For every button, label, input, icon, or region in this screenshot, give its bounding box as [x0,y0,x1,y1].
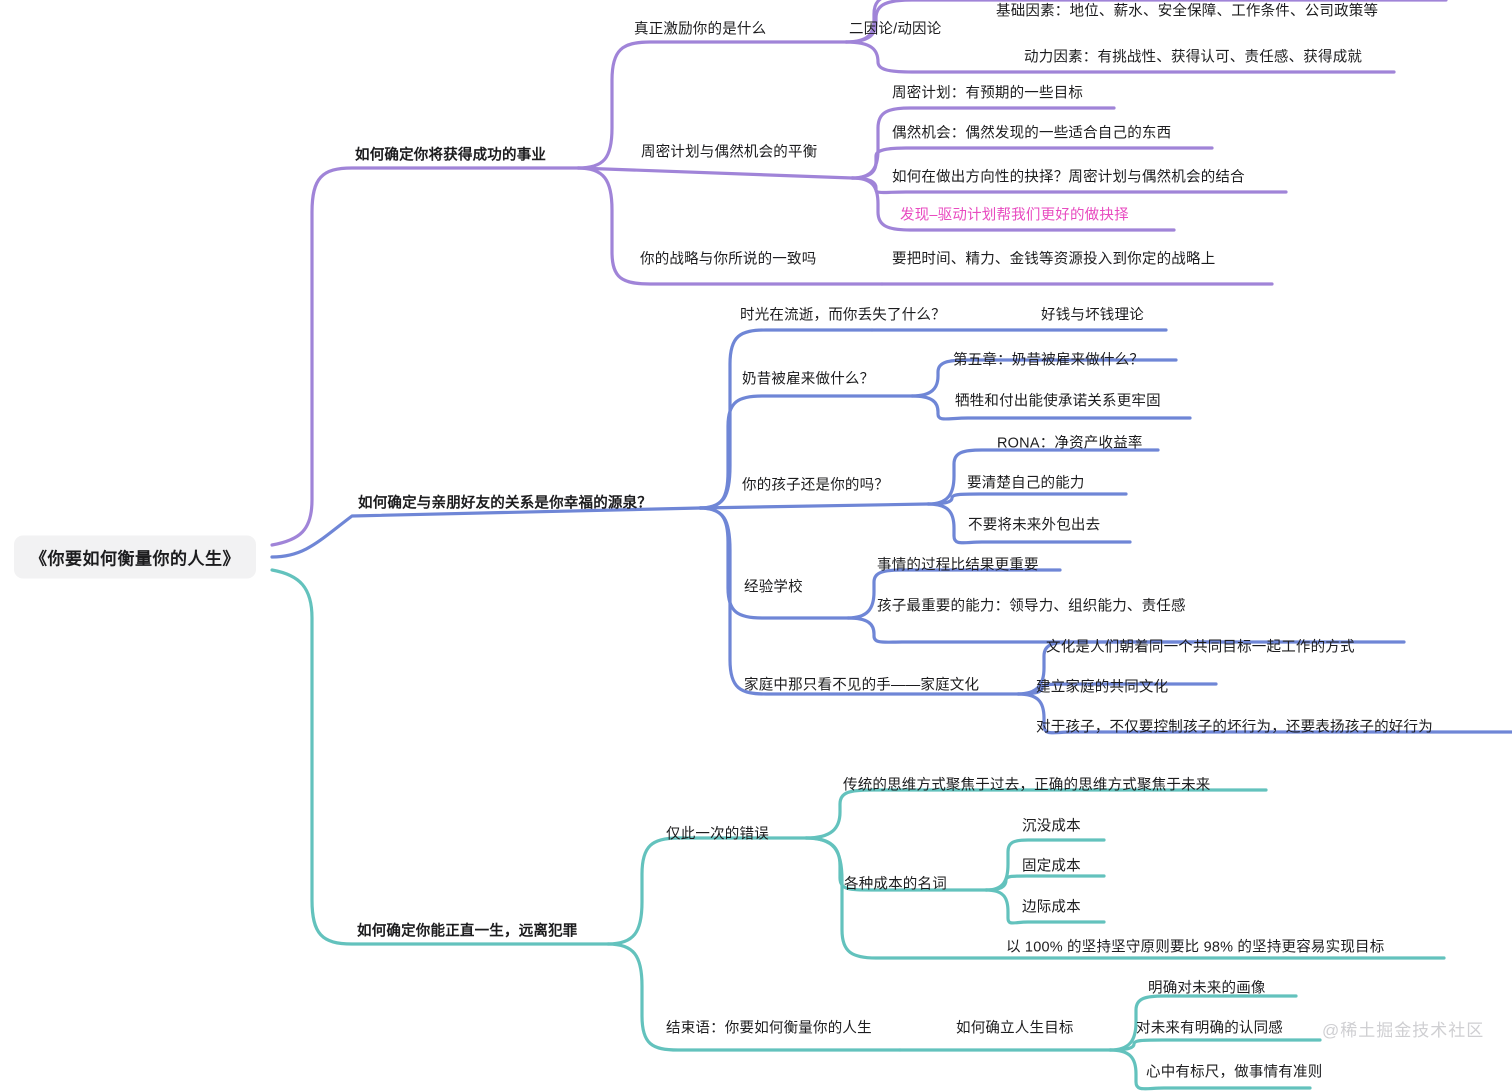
node-b3-c1[interactable]: 仅此一次的错误 [666,826,769,843]
root-node[interactable]: 《你要如何衡量你的人生》 [14,535,256,579]
link-b2-c2-s2 [910,394,1192,421]
link-b2-c4 [698,506,850,620]
link-b3-goal-1 [1108,994,1298,1052]
node-b2-c5-s1[interactable]: 文化是人们朝着同一个共同目标一起工作的方式 [1046,639,1355,656]
node-b1-c2-s1[interactable]: 周密计划：有预期的一些目标 [892,85,1084,102]
node-b2-c4-s2[interactable]: 孩子最重要的能力：领导力、组织能力、责任感 [877,598,1186,615]
link-b2-c5-s2 [1016,682,1218,696]
node-b1-c3[interactable]: 你的战略与你所说的一致吗 [640,251,817,268]
link-b2-c3-s2 [926,492,1128,506]
link-b3-c1-s1 [804,788,1268,840]
link-b1-c2 [576,166,854,180]
link-b3-c2 [606,942,902,1052]
link-b3-cost-2 [984,874,1106,892]
node-b3-marginal-cost[interactable]: 边际成本 [1022,899,1081,916]
node-b2-c5-s2[interactable]: 建立家庭的共同文化 [1036,679,1169,696]
node-b2-c4-s1[interactable]: 事情的过程比结果更重要 [877,557,1039,574]
node-b3-goal-2[interactable]: 对未来有明确的认同感 [1136,1020,1283,1037]
link-b3-c1 [606,836,808,946]
link-b2-c5-s3 [1016,692,1512,735]
node-b3-c1-s1[interactable]: 传统的思维方式聚焦于过去，正确的思维方式聚焦于未来 [843,777,1211,794]
link-b2-c5 [698,506,1020,696]
link-root-b2 [270,506,702,559]
node-b1-c3-s1[interactable]: 要把时间、精力、金钱等资源投入到你定的战略上 [892,251,1216,268]
node-b2-c5[interactable]: 家庭中那只看不见的手——家庭文化 [744,677,980,694]
node-b1-c1[interactable]: 真正激励你的是什么 [634,21,767,38]
node-b2-c3[interactable]: 你的孩子还是你的吗？ [742,477,889,494]
node-b2-c5-s3[interactable]: 对于孩子，不仅要控制孩子的坏行为，还要表扬孩子的好行为 [1036,719,1433,736]
link-b2-c3 [698,502,930,510]
watermark: @稀土掘金技术社区 [1322,1021,1485,1040]
node-b2-c3-s1[interactable]: RONA：净资产收益率 [997,435,1143,452]
link-b1-c1 [576,40,848,170]
branch-label-2[interactable]: 如何确定与亲朋好友的关系是你幸福的源泉？ [358,495,652,512]
link-root-b1 [270,166,580,547]
node-b1-c1-s0[interactable]: 二因论/动因论 [849,21,942,38]
link-b1-c1-s2 [844,40,1396,74]
link-b3-c1-s3 [804,836,1446,960]
link-b2-c3-s1 [926,448,1160,506]
branch-label-1[interactable]: 如何确定你将获得成功的事业 [355,147,547,164]
node-b3-goal-1[interactable]: 明确对未来的画像 [1148,980,1266,997]
node-b2-c1-s1[interactable]: 好钱与坏钱理论 [1041,307,1144,324]
link-b1-c2-s2 [850,146,1214,180]
node-b3-cost-group[interactable]: 各种成本的名词 [844,876,947,893]
node-b2-c2-s2[interactable]: 牺牲和付出能使承诺关系更牢固 [955,393,1161,410]
node-b3-fixed-cost[interactable]: 固定成本 [1022,858,1081,875]
node-b1-motivation-factors[interactable]: 动力因素：有挑战性、获得认可、责任感、获得成就 [1024,49,1363,66]
node-b2-c2-s1[interactable]: 第五章：奶昔被雇来做什么？ [953,352,1145,369]
node-b3-c2-s1[interactable]: 如何确立人生目标 [956,1020,1074,1037]
link-b2-c4-s1 [846,568,1062,620]
link-b2-c2 [698,394,914,510]
node-b1-c2-s2[interactable]: 偶然机会：偶然发现的一些适合自己的东西 [892,125,1172,142]
node-b2-c3-s3[interactable]: 不要将未来外包出去 [968,517,1101,534]
link-b1-c3 [576,166,884,286]
node-b2-c2[interactable]: 奶昔被雇来做什么？ [742,371,875,388]
node-b2-c4[interactable]: 经验学校 [744,579,803,596]
node-b1-c2-s3[interactable]: 如何在做出方向性的抉择？周密计划与偶然机会的结合 [892,169,1245,186]
node-b3-c2[interactable]: 结束语：你要如何衡量你的人生 [666,1020,872,1037]
link-b2-c5-s1 [1016,640,1406,696]
node-b1-basic-factors[interactable]: 基础因素：地位、薪水、安全保障、工作条件、公司政策等 [996,3,1379,20]
node-b1-c2[interactable]: 周密计划与偶然机会的平衡 [641,144,818,161]
link-b3-goal-3 [1108,1048,1312,1091]
node-b3-sunk-cost[interactable]: 沉没成本 [1022,818,1081,835]
link-b3-cost-3 [984,888,1106,925]
link-b1-c1-s1b [844,0,1448,44]
node-b2-c1[interactable]: 时光在流逝，而你丢失了什么？ [740,307,946,324]
node-b3-goal-3[interactable]: 心中有标尺，做事情有准则 [1146,1064,1323,1081]
node-b2-c3-s2[interactable]: 要清楚自己的能力 [967,475,1085,492]
link-b2-c4-s2 [846,616,1228,644]
branch-label-3[interactable]: 如何确定你能正直一生，远离犯罪 [357,923,578,940]
node-b1-c2-s4-highlight[interactable]: 发现–驱动计划帮我们更好的做抉择 [900,207,1129,224]
link-root-b3 [270,568,610,946]
link-b2-c2-s1 [910,358,1178,398]
node-b3-c1-s3[interactable]: 以 100% 的坚持坚守原则要比 98% 的坚持更容易实现目标 [1006,939,1385,956]
link-b2-c3-s3 [926,502,1132,545]
link-b3-goal-2 [1108,1038,1322,1052]
link-b1-c2-s4 [850,176,1176,232]
